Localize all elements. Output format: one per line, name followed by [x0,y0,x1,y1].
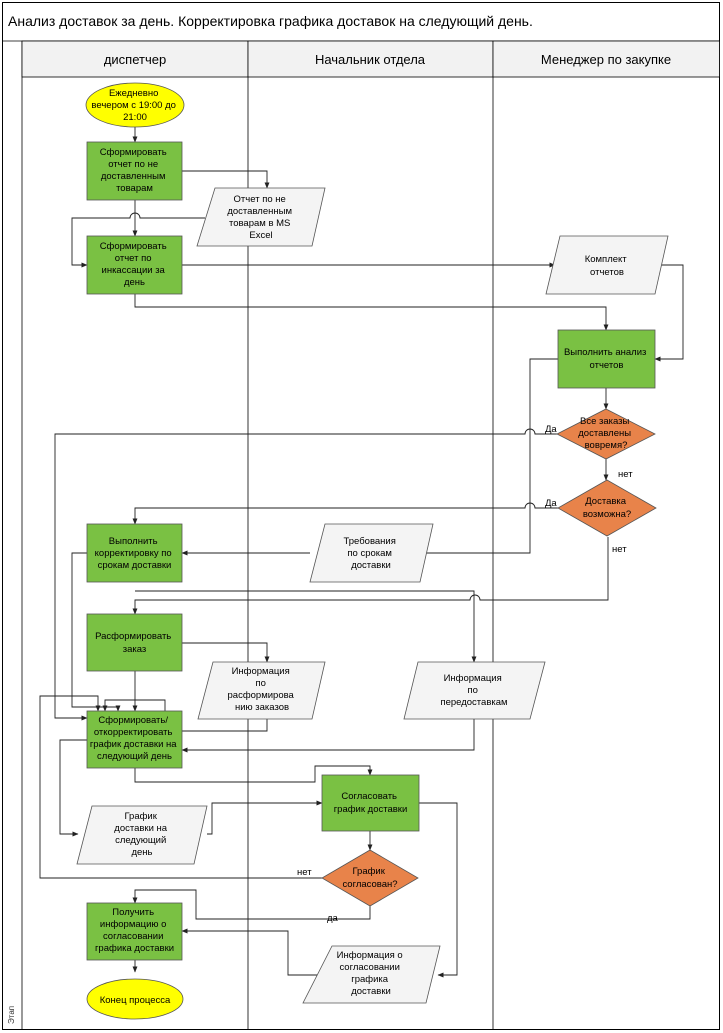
edge-label-agreed-no: нет [297,867,312,878]
process-get-info [86,902,183,961]
flow-delivery-possible-no [132,537,609,615]
process-analysis [557,329,656,389]
data-reports-set [545,235,669,295]
flow-disband-to-info [182,642,270,663]
process-agree-schedule-label: Согласовать график доставки [334,791,408,815]
decision-agreed-label: График согласован? [342,866,397,890]
data-overdelivery-info [403,661,546,720]
process-adjust-terms [86,523,183,583]
data-agreement-info [302,945,441,1004]
flow-delivery-possible-yes [132,502,560,525]
data-requirements-label: Требования по срокам доставки [343,536,398,571]
start-label: Ежедневно вечером с 19:00 до 21:00 [91,88,178,123]
flow-report-to-excel [182,170,270,189]
data-disband-info [197,661,326,720]
process-disband-label: Расформировать заказ [95,631,174,655]
data-reports-set-label: Комплект отчетов [585,254,630,278]
process-report-collection-label: Сформировать отчет по инкассации за день [100,241,170,288]
edge-label-all-on-time-yes: Да [545,424,557,435]
start-terminator [85,82,185,128]
lane-header-purchase-manager [492,40,720,78]
flow-overdelivery-to-schedule [181,719,475,753]
process-report-undelivered-label: Сформировать отчет по не доставленным то… [100,147,170,194]
stage-label: Этап [7,1006,16,1024]
edge-label-possible-yes: Да [545,498,557,509]
flow-schedule-doc-to-agree [207,800,323,835]
decision-all-on-time-label: Все заказы доставлены вовремя? [578,416,633,451]
edge-label-possible-no: нет [612,544,627,555]
end-label: Конец процесса [100,995,171,1006]
decision-all-on-time [556,408,656,460]
edge-label-agreed-yes: да [327,913,339,924]
process-report-collection [86,235,183,295]
data-overdelivery-info-label: Информация по передоставкам [440,673,507,708]
data-requirements [309,523,434,583]
flow-agree-to-agreement-info [419,802,458,978]
lane-header-dispatcher [21,40,249,78]
flow-agreement-info-to-get-info [181,928,318,976]
flow-adjust-to-overdelivery [135,590,477,663]
decision-agreed [321,849,419,907]
lane-title-department-head: Начальник отдела [315,52,426,67]
process-agree-schedule [321,774,420,832]
flow-excel-to-collection [71,212,205,268]
flow-adjust-to-schedule [71,552,121,712]
decision-delivery-possible [557,479,657,537]
flow-analysis-to-requirements [425,358,558,554]
decision-delivery-possible-label: Доставка возможна? [583,496,631,520]
flow-schedule-to-schedule-doc [59,739,87,837]
flow-reports-set-to-analysis [654,264,684,362]
data-disband-info-label: Информация по расформирова нию заказов [228,666,297,713]
process-report-undelivered [86,141,183,201]
lane-title-purchase-manager: Менеджер по закупке [541,52,671,67]
data-agreement-info-label: Информация о согласовании графика достав… [337,950,406,997]
edge-label-all-on-time-no: нет [618,469,633,480]
flow-agreed-yes [132,889,371,920]
flow-all-on-time-yes [54,428,558,721]
lane-title-dispatcher: диспетчер [104,52,166,67]
data-report-excel-label: Отчет по не доставленным товарам в MS Ex… [227,194,294,241]
process-adjust-terms-label: Выполнить корректировку по срокам достав… [95,536,175,571]
process-disband [86,613,183,672]
flow-schedule-to-agree [134,765,373,783]
diagram-title: Анализ доставок за день. Корректировка г… [8,13,533,29]
flow-collection-to-analysis [134,294,609,331]
data-schedule [76,805,208,865]
connectors [39,127,684,978]
flow-agreed-no [39,695,322,879]
process-get-info-label: Получить информацию о согласовании графи… [95,907,174,954]
data-schedule-label: График доставки на следующий день [114,811,169,858]
end-terminator [86,978,184,1020]
data-report-excel [196,187,326,247]
process-analysis-label: Выполнить анализ отчетов [564,347,649,371]
process-form-schedule [86,710,183,769]
process-form-schedule-label: Сформировать/ откорректировать график до… [90,715,179,762]
